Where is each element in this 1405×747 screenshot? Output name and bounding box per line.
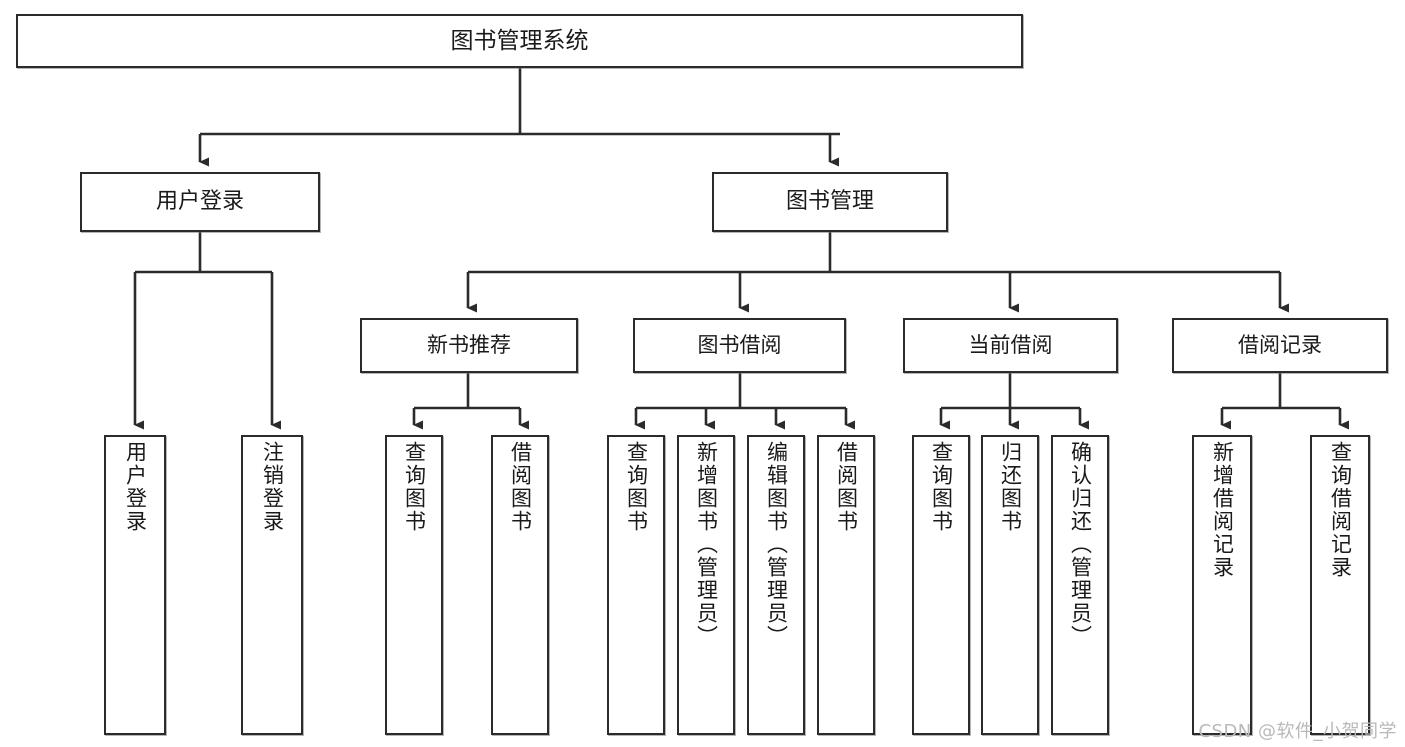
node-leaf-query-book-2[interactable]: 查询图书: [607, 435, 665, 735]
node-leaf-edit-book-label: 编辑图书（管理员）: [764, 441, 789, 648]
node-leaf-query-book-3[interactable]: 查询图书: [912, 435, 970, 735]
node-book-manage-label: 图书管理: [785, 189, 874, 215]
node-user-login[interactable]: 用户登录: [80, 172, 320, 232]
node-leaf-user-login[interactable]: 用户登录: [104, 435, 166, 735]
node-leaf-logout[interactable]: 注销登录: [241, 435, 303, 735]
node-leaf-borrow-book-2-label: 借阅图书: [834, 441, 859, 533]
node-current-borrow-label: 当前借阅: [968, 333, 1053, 358]
node-current-borrow[interactable]: 当前借阅: [903, 318, 1118, 373]
node-leaf-add-book-label: 新增图书（管理员）: [694, 441, 719, 648]
node-book-borrow[interactable]: 图书借阅: [633, 318, 846, 373]
node-leaf-logout-label: 注销登录: [260, 441, 285, 533]
node-leaf-query-record-label: 查询借阅记录: [1328, 441, 1353, 579]
node-leaf-add-record[interactable]: 新增借阅记录: [1192, 435, 1252, 735]
node-leaf-query-book-2-label: 查询图书: [624, 441, 649, 533]
node-new-book-recommend-label: 新书推荐: [427, 333, 511, 358]
node-borrow-record[interactable]: 借阅记录: [1172, 318, 1388, 373]
node-leaf-query-book-3-label: 查询图书: [929, 441, 954, 533]
node-leaf-add-book[interactable]: 新增图书（管理员）: [677, 435, 735, 735]
node-user-login-label: 用户登录: [155, 189, 244, 215]
node-leaf-query-record[interactable]: 查询借阅记录: [1310, 435, 1370, 735]
node-borrow-record-label: 借阅记录: [1238, 333, 1322, 358]
node-root[interactable]: 图书管理系统: [16, 14, 1023, 68]
node-root-label: 图书管理系统: [450, 27, 589, 54]
node-book-borrow-label: 图书借阅: [697, 333, 782, 358]
node-leaf-return-book[interactable]: 归还图书: [981, 435, 1039, 735]
node-leaf-borrow-book-1-label: 借阅图书: [508, 441, 533, 533]
node-book-manage[interactable]: 图书管理: [712, 172, 948, 232]
node-leaf-user-login-label: 用户登录: [123, 441, 148, 533]
node-new-book-recommend[interactable]: 新书推荐: [360, 318, 578, 373]
node-leaf-confirm-return[interactable]: 确认归还（管理员）: [1051, 435, 1109, 735]
node-leaf-return-book-label: 归还图书: [998, 441, 1023, 533]
node-leaf-query-book-1[interactable]: 查询图书: [385, 435, 443, 735]
node-leaf-confirm-return-label: 确认归还（管理员）: [1068, 441, 1093, 648]
node-leaf-edit-book[interactable]: 编辑图书（管理员）: [747, 435, 805, 735]
node-leaf-add-record-label: 新增借阅记录: [1210, 441, 1235, 579]
node-leaf-borrow-book-1[interactable]: 借阅图书: [491, 435, 549, 735]
node-leaf-borrow-book-2[interactable]: 借阅图书: [817, 435, 875, 735]
node-leaf-query-book-1-label: 查询图书: [402, 441, 427, 533]
